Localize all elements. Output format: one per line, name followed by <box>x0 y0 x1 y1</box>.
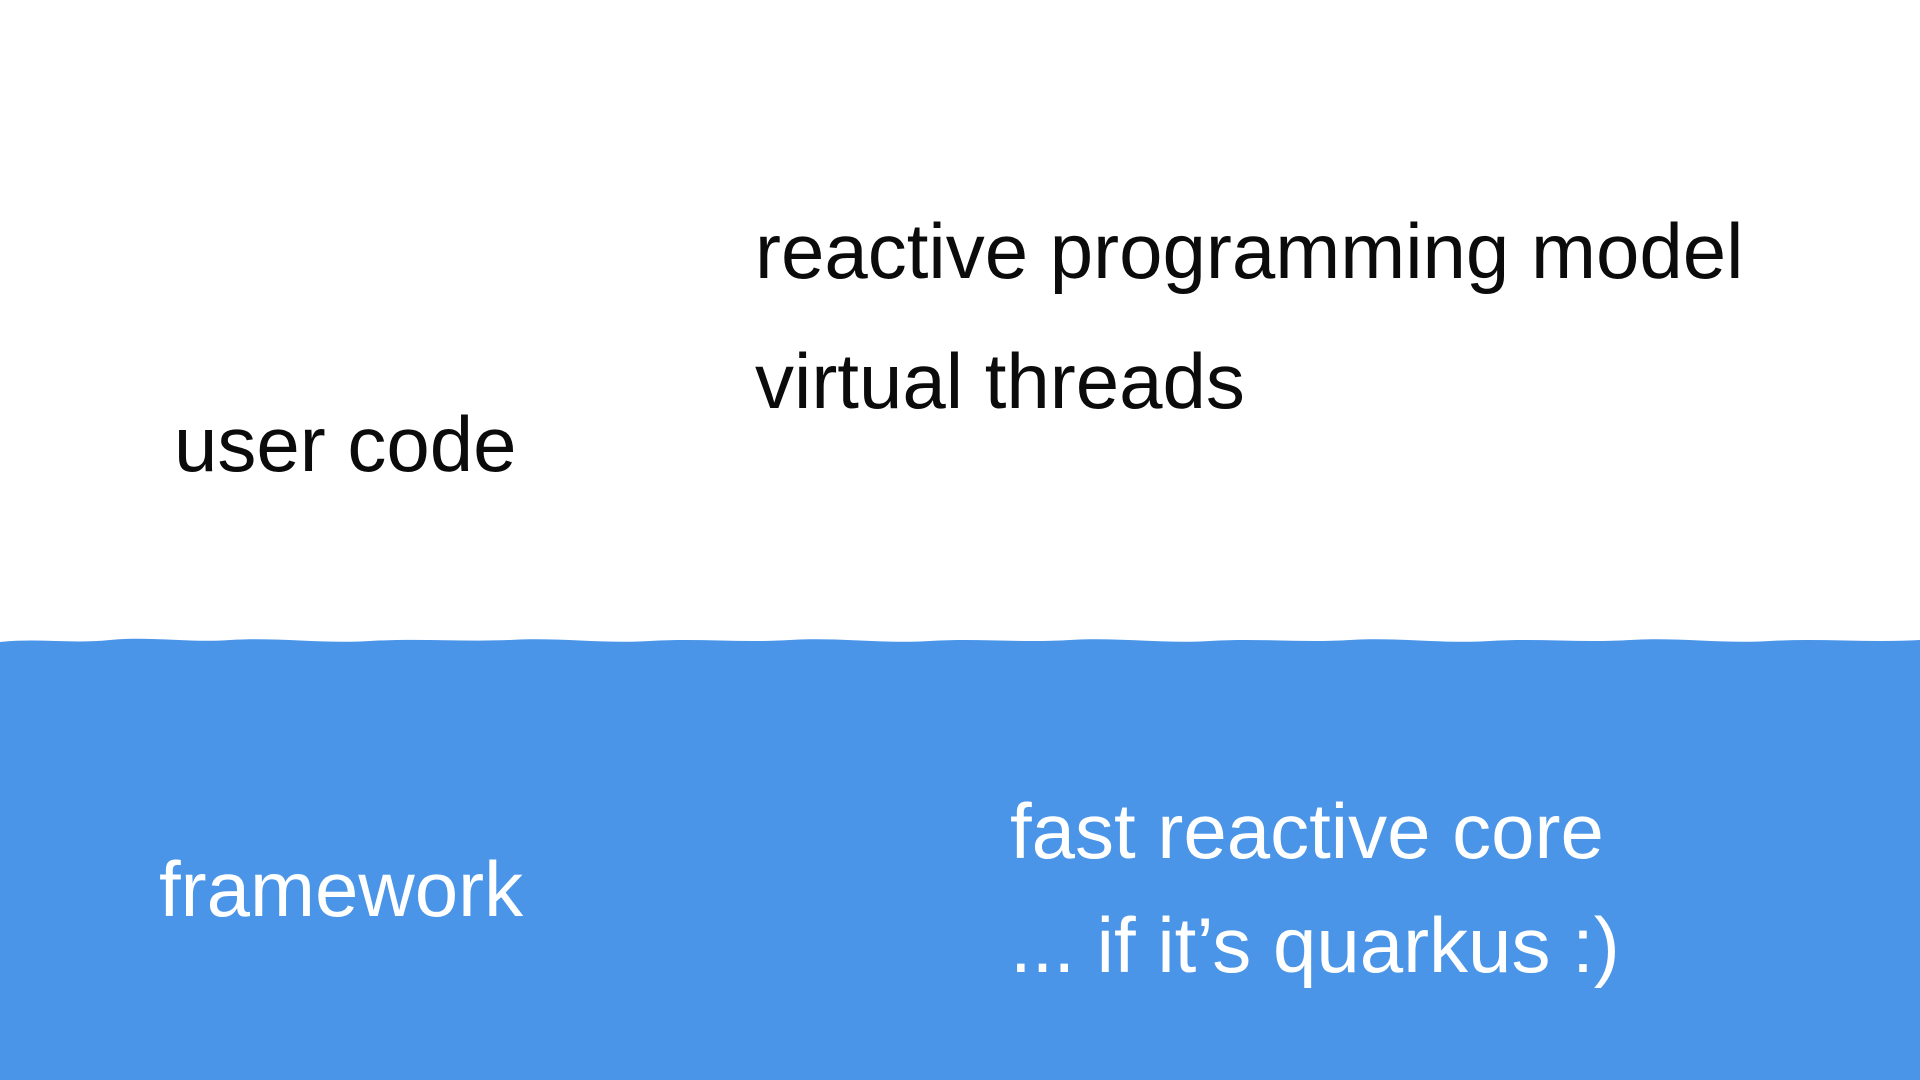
waterline-edge <box>0 638 1920 1080</box>
framework-water-layer <box>0 638 1920 1080</box>
virtual-threads-text: virtual threads <box>755 337 1245 425</box>
framework-options: fast reactive core ... if it’s quarkus :… <box>1010 792 1620 1020</box>
framework-label: framework <box>159 845 524 933</box>
fast-reactive-core-text: fast reactive core <box>1010 787 1604 875</box>
reactive-programming-model-text: reactive programming model <box>755 207 1744 295</box>
user-code-label: user code <box>174 400 517 488</box>
quarkus-note-text: ... if it’s quarkus :) <box>1010 901 1620 989</box>
user-code-options: reactive programming model virtual threa… <box>755 212 1743 472</box>
